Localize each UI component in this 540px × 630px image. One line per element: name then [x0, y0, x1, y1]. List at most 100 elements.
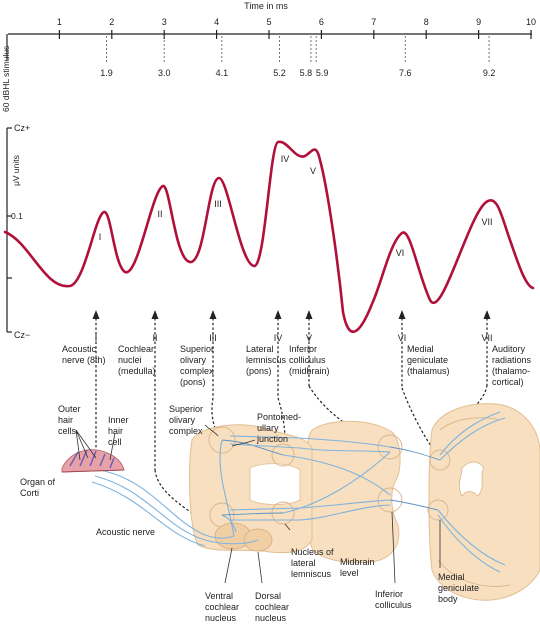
stimulus-label-line-1: 60 dBHL stimulus: [1, 46, 11, 112]
thalamus-cortex-section: [428, 403, 540, 601]
pontomedullary-label-2: ullary: [257, 423, 279, 433]
time-tick-label-2: 2: [109, 17, 114, 27]
organ-of-corti-label-2: Corti: [20, 488, 39, 498]
pontomedullary-label-1: Pontomed-: [257, 412, 301, 422]
generator-arrowhead-I: [92, 310, 100, 319]
superior-olivary-leader: [204, 424, 219, 437]
superior-olivary-label-1: Superior: [169, 404, 203, 414]
generator-text-III-4: (pons): [180, 377, 206, 387]
inferior-colliculus-bottom: [377, 487, 403, 513]
inferior-colliculus-label-2: colliculus: [375, 600, 412, 610]
midbrain-level-label-2: level: [340, 568, 359, 578]
auditory-pathway-fibers: [91, 411, 506, 573]
ventral-cochlear-label-3: nucleus: [205, 613, 237, 623]
generator-text-VI-3: (thalamus): [407, 366, 450, 376]
latency-label-5.8: 5.8: [300, 68, 313, 78]
stimulus-label: 60 dBHL stimulus: [1, 46, 11, 112]
generator-numeral-IV: IV: [274, 333, 283, 343]
generator-text-III-3: complex: [180, 366, 214, 376]
generator-text-VII-2: radiations: [492, 355, 532, 365]
outer-hair-cells-label-1: Outer: [58, 404, 81, 414]
pontomedullary-label-3: junction: [256, 434, 288, 444]
time-tick-label-1: 1: [57, 17, 62, 27]
generator-numeral-VI: VI: [398, 333, 407, 343]
generator-text-III-1: Superior: [180, 344, 214, 354]
inner-hair-cell-leader: [109, 432, 116, 461]
time-tick-label-9: 9: [476, 17, 481, 27]
time-tick-label-10: 10: [526, 17, 536, 27]
dorsal-cochlear-label-3: nucleus: [255, 613, 287, 623]
generator-text-VII-3: (thalamo-: [492, 366, 530, 376]
voltage-top-label: Cz+: [14, 123, 30, 133]
generator-curve-IV: [277, 397, 286, 451]
ventral-cochlear-leader: [224, 547, 233, 584]
generator-text-V-1: Inferior: [289, 344, 317, 354]
generator-numeral-III: III: [209, 333, 217, 343]
generator-numeral-VII: VII: [481, 333, 492, 343]
generator-arrowhead-IV: [274, 310, 282, 319]
wave-label-VI: VI: [396, 248, 405, 258]
generator-text-VI-1: Medial: [407, 344, 434, 354]
lateral-lemniscus-nucleus-top: [271, 443, 295, 467]
superior-olivary-label-3: complex: [169, 426, 203, 436]
generator-text-III-2: olivary: [180, 355, 207, 365]
midbrain-level-label-1: Midbrain: [340, 557, 375, 567]
lateral-lemniscus-leader: [284, 523, 291, 531]
wave-label-II: II: [157, 209, 162, 219]
ventral-cochlear-label-1: Ventral: [205, 591, 233, 601]
voltage-scale-label: 0.1: [11, 211, 23, 221]
voltage-bottom-label: Cz−: [14, 330, 30, 340]
dorsal-cochlear-leader: [257, 551, 263, 584]
dorsal-cochlear-label-1: Dorsal: [255, 591, 281, 601]
organ-of-corti-label-1: Organ of: [20, 477, 56, 487]
latency-label-5.2: 5.2: [273, 68, 286, 78]
time-tick-label-8: 8: [424, 17, 429, 27]
wave-label-I: I: [99, 232, 102, 242]
acoustic-nerve-label: Acoustic nerve: [96, 527, 155, 537]
generator-text-VI-2: geniculate: [407, 355, 448, 365]
generator-curve-VI: [401, 387, 439, 456]
latency-label-3.0: 3.0: [158, 68, 171, 78]
generator-text-V-3: (midbrain): [289, 366, 330, 376]
wave-label-III: III: [214, 199, 222, 209]
superior-olivary-nucleus-top: [208, 426, 236, 454]
generator-arrowhead-VII: [483, 310, 491, 319]
wave-label-IV: IV: [281, 154, 290, 164]
generator-arrowhead-II: [151, 310, 159, 319]
generator-text-II-2: nuclei: [118, 355, 142, 365]
time-tick-label-5: 5: [266, 17, 271, 27]
latency-label-5.9: 5.9: [316, 68, 329, 78]
lateral-lemniscus-label-2: lateral: [291, 558, 316, 568]
inferior-colliculus-leader: [391, 511, 396, 584]
generator-text-I-1: Acoustic: [62, 344, 97, 354]
generator-numeral-I: I: [95, 333, 98, 343]
brainstem-anatomy: [61, 403, 540, 601]
inner-hair-cell-label-2: hair: [108, 426, 123, 436]
latency-label-9.2: 9.2: [483, 68, 496, 78]
generator-numeral-V: V: [306, 333, 312, 343]
inner-hair-cell-label-3: cell: [108, 437, 122, 447]
medial-geniculate-label-1: Medial: [438, 572, 465, 582]
time-tick-label-4: 4: [214, 17, 219, 27]
voltage-units-label: μV units: [11, 155, 21, 186]
medial-geniculate-label-3: body: [438, 594, 458, 604]
medial-geniculate-bottom: [427, 499, 449, 521]
time-tick-label-6: 6: [319, 17, 324, 27]
time-tick-label-3: 3: [162, 17, 167, 27]
medial-geniculate-label-2: geniculate: [438, 583, 479, 593]
abr-waveform: [3, 140, 535, 334]
latency-label-7.6: 7.6: [399, 68, 412, 78]
fourth-ventricle: [249, 463, 301, 505]
